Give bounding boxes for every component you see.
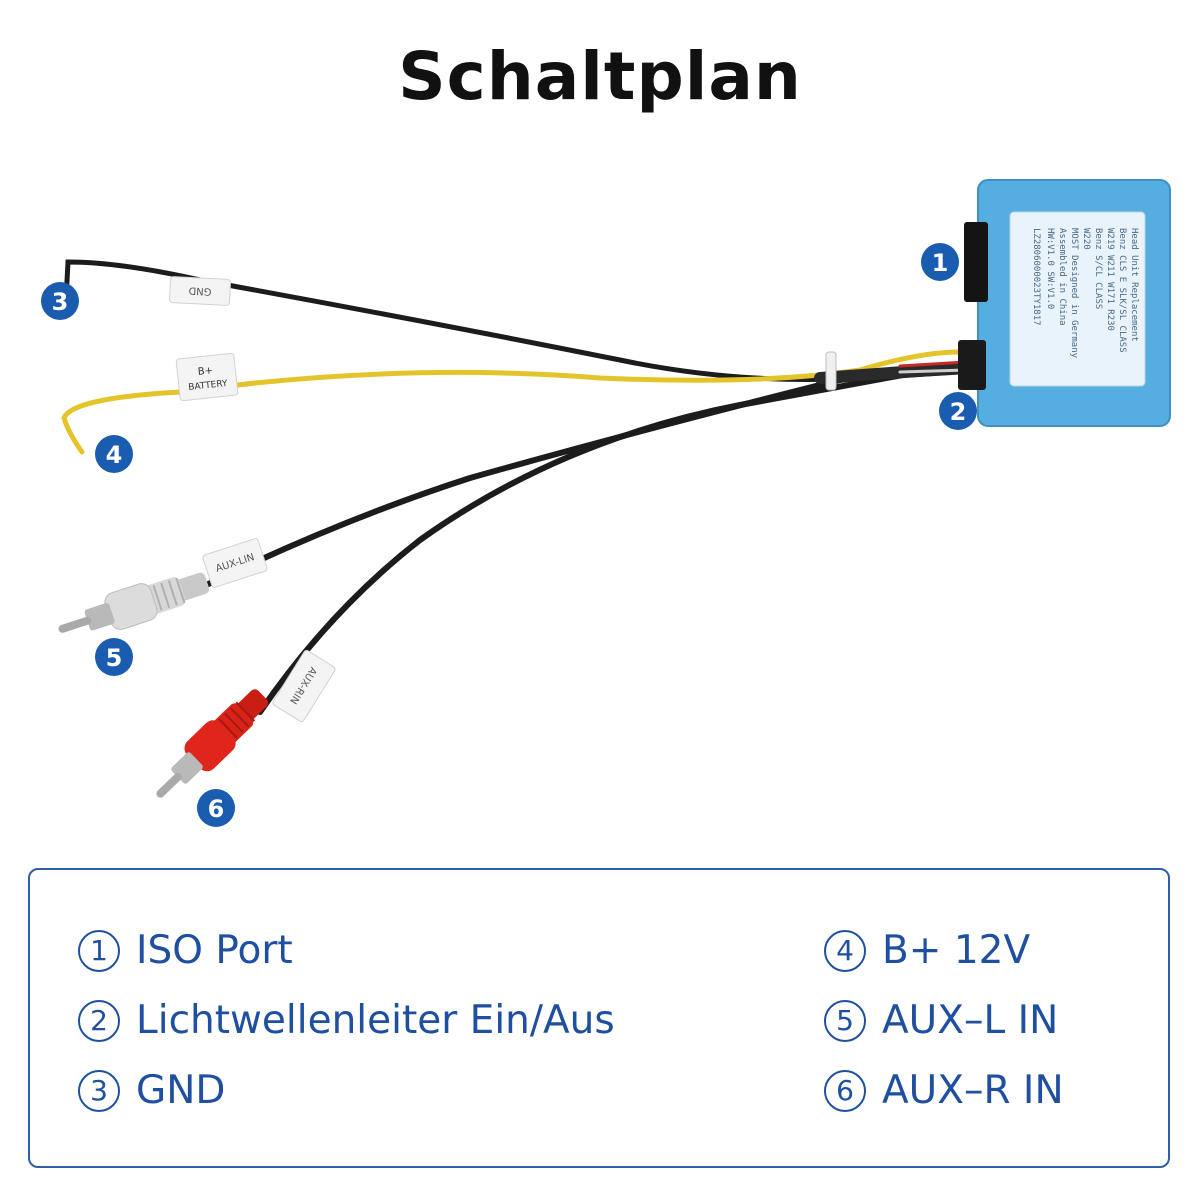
module-label: Head Unit Replacement Benz CLS E SLK/SL … xyxy=(1031,228,1139,359)
wires xyxy=(61,259,968,715)
svg-text:3: 3 xyxy=(52,288,69,316)
tag-aux-r: AUX-RIN xyxy=(272,649,336,723)
badge-6: 6 xyxy=(197,789,235,827)
legend-label: GND xyxy=(136,1068,226,1113)
tag-aux-l: AUX-LIN xyxy=(202,538,268,588)
svg-text:HW:V1.0 SW:V1.0: HW:V1.0 SW:V1.0 xyxy=(1045,228,1055,309)
legend-number: 3 xyxy=(78,1069,120,1112)
badge-2: 2 xyxy=(939,392,977,430)
rca-plug-white xyxy=(58,572,210,633)
badge-3: 3 xyxy=(41,282,79,320)
legend-item-battery: 4 B+ 12V xyxy=(824,928,1030,973)
legend-label: ISO Port xyxy=(136,928,293,973)
badge-1: 1 xyxy=(921,243,959,281)
svg-text:MOST Designed in Germany: MOST Designed in Germany xyxy=(1069,228,1079,359)
svg-text:5: 5 xyxy=(106,644,123,672)
svg-text:4: 4 xyxy=(106,441,123,469)
legend-label: B+ 12V xyxy=(882,928,1031,973)
svg-text:6: 6 xyxy=(208,795,225,823)
aux-r-wire xyxy=(257,367,933,715)
svg-text:Assembled in China: Assembled in China xyxy=(1057,228,1067,326)
page-title: Schaltplan xyxy=(398,38,802,115)
legend-label: AUX–R IN xyxy=(882,1068,1064,1113)
legend-number: 5 xyxy=(824,999,866,1042)
iso-port-connector xyxy=(964,222,988,302)
aux-l-wire xyxy=(197,363,933,591)
tag-battery-line1: B+ xyxy=(197,365,213,378)
legend-label: Lichtwellenleiter Ein/Aus xyxy=(136,998,615,1043)
tag-gnd: GND xyxy=(169,276,231,306)
legend-number: 1 xyxy=(78,929,120,972)
tag-gnd-text: GND xyxy=(188,284,212,296)
legend-item-fiber: 2 Lichtwellenleiter Ein/Aus xyxy=(78,998,615,1043)
legend-item-gnd: 3 GND xyxy=(78,1068,225,1113)
cable-tie xyxy=(825,351,837,391)
tag-battery-line2: BATTERY xyxy=(188,379,229,393)
badge-4: 4 xyxy=(95,435,133,473)
svg-text:Benz CLS E SLK/SL CLASS: Benz CLS E SLK/SL CLASS xyxy=(1117,228,1127,353)
legend-item-iso-port: 1 ISO Port xyxy=(78,928,293,973)
fiber-connector xyxy=(958,340,986,390)
legend-item-aux-r: 6 AUX–R IN xyxy=(824,1068,1064,1113)
legend-number: 2 xyxy=(78,999,120,1042)
tag-battery: B+ BATTERY xyxy=(175,352,239,402)
svg-text:Benz S/CL CLASS: Benz S/CL CLASS xyxy=(1093,228,1103,309)
legend-number: 4 xyxy=(824,929,866,972)
legend-number: 6 xyxy=(824,1069,866,1112)
wiring-diagram: GND B+ BATTERY AUX-LIN AUX-RIN xyxy=(41,179,1171,827)
legend-box: 1 ISO Port 2 Lichtwellenleiter Ein/Aus 3… xyxy=(28,868,1170,1168)
svg-text:W220: W220 xyxy=(1081,228,1091,250)
interface-module: Head Unit Replacement Benz CLS E SLK/SL … xyxy=(958,179,1171,427)
svg-text:2: 2 xyxy=(950,398,967,426)
fiber-wire-white xyxy=(898,368,968,374)
svg-text:Head Unit Replacement: Head Unit Replacement xyxy=(1129,228,1139,342)
rca-plug-red xyxy=(156,689,269,798)
legend-item-aux-l: 5 AUX–L IN xyxy=(824,998,1058,1043)
svg-text:W219 W211 W171 R230: W219 W211 W171 R230 xyxy=(1105,228,1115,331)
svg-text:1: 1 xyxy=(932,249,949,277)
legend-label: AUX–L IN xyxy=(882,998,1059,1043)
fiber-wire-red xyxy=(898,360,968,368)
svg-text:LZ2806000023TY1817: LZ2806000023TY1817 xyxy=(1031,228,1041,326)
badge-5: 5 xyxy=(95,638,133,676)
